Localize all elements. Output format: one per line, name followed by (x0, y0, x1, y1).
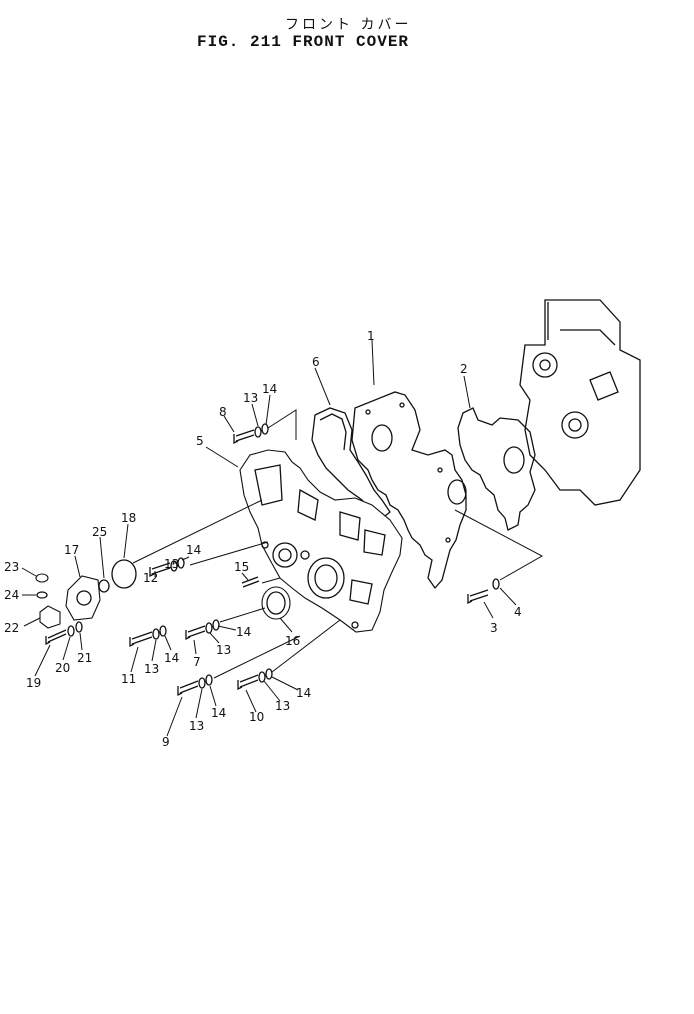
callout-2: 2 (460, 362, 468, 376)
callout-14: 14 (186, 543, 201, 557)
callout-7: 7 (193, 655, 201, 669)
elbow-part-22 (39, 605, 61, 629)
callout-12: 12 (143, 571, 158, 585)
callout-4: 4 (514, 605, 522, 619)
callout-labels: 1 2 3 4 5 6 7 8 9 10 11 12 13 13 13 13 1… (4, 329, 522, 749)
callout-9: 9 (162, 735, 170, 749)
callout-17: 17 (64, 543, 79, 557)
callout-22: 22 (4, 621, 19, 635)
bolt-part-11 (129, 625, 167, 648)
callout-13: 13 (275, 699, 290, 713)
bolt-part-19 (45, 629, 67, 646)
callout-13: 13 (144, 662, 159, 676)
callout-13: 13 (164, 557, 179, 571)
callout-5: 5 (196, 434, 204, 448)
callout-18: 18 (121, 511, 136, 525)
callout-16: 16 (285, 634, 300, 648)
callout-13: 13 (216, 643, 231, 657)
plate-part-1 (351, 391, 467, 590)
front-cover-part-5 (239, 449, 403, 633)
callout-14: 14 (296, 686, 311, 700)
callout-6: 6 (312, 355, 320, 369)
callout-14: 14 (236, 625, 251, 639)
callout-14: 14 (211, 706, 226, 720)
bolt-part-9 (177, 674, 213, 697)
oring-part-18 (111, 559, 137, 589)
washer-part-20 (67, 625, 75, 637)
callout-13: 13 (189, 719, 204, 733)
callout-15: 15 (234, 560, 249, 574)
callout-19: 19 (26, 676, 41, 690)
bolt-part-10 (237, 668, 273, 691)
engine-block-outline (519, 299, 641, 506)
ring-part-24 (36, 591, 48, 599)
callout-14: 14 (164, 651, 179, 665)
washer-part-21 (75, 621, 83, 633)
gasket-part-6 (311, 407, 391, 521)
leader-lines (21, 339, 544, 737)
callout-3: 3 (490, 621, 498, 635)
bolt-part-7 (185, 619, 220, 641)
dowel-part-15 (241, 576, 260, 588)
callout-8: 8 (219, 405, 227, 419)
callout-21: 21 (77, 651, 92, 665)
small-cover-part-17 (65, 575, 101, 621)
callout-14: 14 (262, 382, 277, 396)
oil-seal-part-16 (261, 586, 291, 620)
callout-10: 10 (249, 710, 264, 724)
callout-23: 23 (4, 560, 19, 574)
washer-part-25 (98, 579, 110, 593)
bolt-part-3 (467, 578, 500, 605)
callout-24: 24 (4, 588, 19, 602)
callout-11: 11 (121, 672, 136, 686)
callout-20: 20 (55, 661, 70, 675)
plug-part-23 (35, 573, 49, 583)
bolt-part-8 (233, 423, 269, 445)
callout-25: 25 (92, 525, 107, 539)
callout-1: 1 (367, 329, 375, 343)
figure-title: FIG. 211 FRONT COVER (197, 33, 410, 51)
figure-title-japanese: フロント カバー (285, 17, 412, 33)
gasket-part-2 (457, 407, 536, 531)
callout-13: 13 (243, 391, 258, 405)
